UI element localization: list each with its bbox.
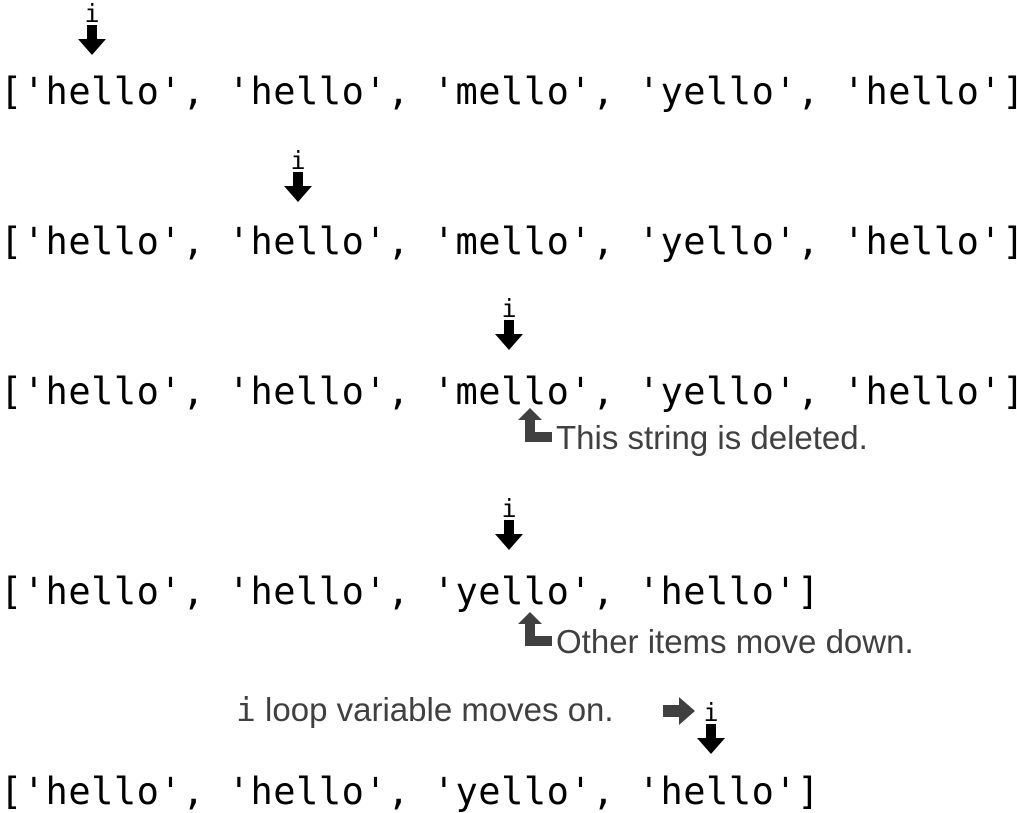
index-pointer-2: i [283,146,313,202]
down-arrow-icon [697,724,725,754]
loop-variable-note: i loop variable moves on. [236,692,614,728]
index-pointer-4: i [494,494,524,550]
loop-variable-text: loop variable moves on. [255,691,614,728]
index-pointer-1: i [77,0,107,55]
pointer-label: i [84,0,100,28]
list-row-2: ['hello', 'hello', 'mello', 'yello', 'he… [0,220,1017,263]
deleted-note: This string is deleted. [556,419,868,456]
list-row-5: ['hello', 'hello', 'yello', 'hello'] [0,770,820,813]
pointer-label: i [290,146,306,175]
down-arrow-icon [284,172,312,202]
pointer-label: i [501,494,517,523]
right-arrow-icon [663,697,695,725]
list-row-4: ['hello', 'hello', 'yello', 'hello'] [0,570,820,613]
pointer-label: i [501,294,517,323]
up-left-bent-arrow-icon [518,408,552,442]
index-pointer-5: i [696,698,726,754]
up-left-bent-arrow-icon [518,612,552,646]
down-arrow-icon [495,520,523,550]
loop-variable-name: i [236,690,256,729]
down-arrow-icon [78,25,106,55]
pointer-label: i [703,698,719,727]
move-down-note: Other items move down. [556,623,914,660]
index-pointer-3: i [494,294,524,350]
list-row-1: ['hello', 'hello', 'mello', 'yello', 'he… [0,70,1017,113]
down-arrow-icon [495,320,523,350]
list-row-3: ['hello', 'hello', 'mello', 'yello', 'he… [0,370,1017,413]
